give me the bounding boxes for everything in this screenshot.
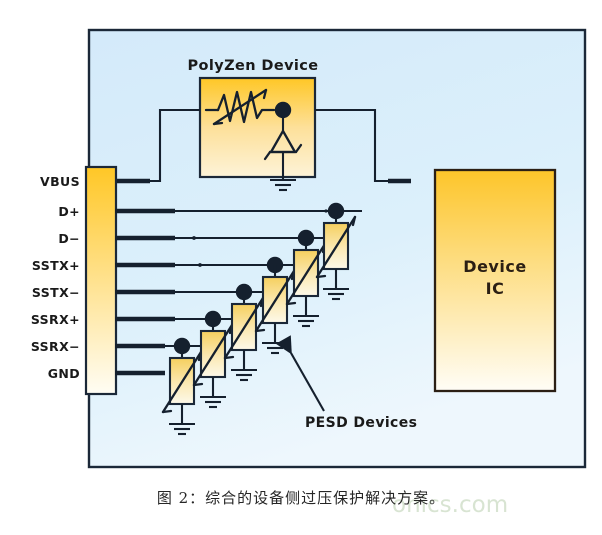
pesd-device-5 [285, 229, 327, 328]
trace-dot-b [192, 236, 196, 240]
pptc-resistor-symbol [204, 88, 276, 126]
device-ic-label-line2: IC [486, 279, 505, 298]
trace-dot-a [324, 209, 328, 213]
polyzen-box [198, 76, 317, 179]
trace-dot-c [198, 263, 202, 267]
pesd-device-2 [192, 310, 234, 409]
polyzen-title: PolyZen Device [187, 58, 318, 74]
pesd-annotation-arrow [275, 335, 325, 412]
pesd-ground-3 [231, 368, 257, 382]
polyzen-ground-symbol [270, 178, 296, 192]
pin-label-sstxm: SSTX− [32, 285, 80, 300]
pesd-device-6 [315, 202, 357, 301]
zener-diode-symbol [263, 110, 303, 180]
pesd-ground-1 [169, 422, 195, 436]
pesd-ground-6 [323, 287, 349, 301]
pesd-device-3 [223, 283, 265, 382]
pin-label-ssrxp: SSRX+ [31, 312, 80, 327]
device-ic-box [433, 168, 557, 393]
pin-label-ssrxm: SSRX− [31, 339, 80, 354]
pin-label-sstxp: SSTX+ [32, 258, 80, 273]
pin-label-gnd: GND [48, 366, 80, 381]
figure-caption: 图 2：综合的设备侧过压保护解决方案。 [156, 489, 446, 507]
pin-label-dminus: D− [58, 231, 80, 246]
device-ic-label-line1: Device [463, 257, 526, 276]
pesd-device-4 [254, 256, 296, 355]
pesd-annotation-label: PESD Devices [305, 415, 417, 431]
usb-connector-body [84, 165, 118, 396]
pesd-device-1 [161, 337, 203, 436]
vbus-trace [115, 108, 411, 184]
pesd-ground-5 [293, 314, 319, 328]
pin-label-dplus: D+ [58, 204, 80, 219]
pesd-ground-2 [200, 395, 226, 409]
pin-label-vbus: VBUS [40, 174, 80, 189]
